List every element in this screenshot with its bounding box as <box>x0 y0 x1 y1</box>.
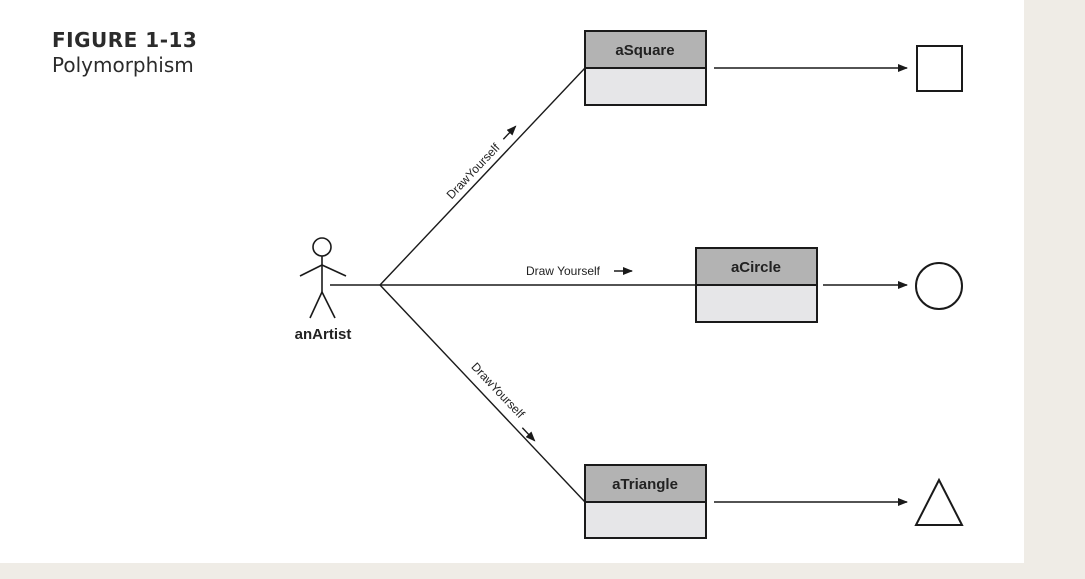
actor-label: anArtist <box>295 326 352 343</box>
object-box-square: aSquare <box>584 30 707 106</box>
message-triangle: DrawYourself <box>468 360 536 442</box>
square-shape-icon <box>916 45 963 92</box>
circle-shape-icon <box>915 262 963 310</box>
actor-arm-left <box>299 264 323 277</box>
message-line-square <box>379 67 586 286</box>
message-arrow-triangle-icon <box>521 427 536 442</box>
message-square: DrawYourself <box>444 125 517 202</box>
actor-arm-right <box>321 264 347 277</box>
object-body-triangle <box>584 501 707 539</box>
object-box-triangle: aTriangle <box>584 464 707 539</box>
object-name-circle: aCircle <box>731 259 781 276</box>
actor-leg-left <box>309 291 323 319</box>
message-label-square: DrawYourself <box>444 140 503 202</box>
object-header-triangle <box>584 464 707 503</box>
object-body-square <box>584 67 707 106</box>
actor-leg-right <box>321 291 336 319</box>
figure-number: FIGURE 1-13 <box>52 28 198 52</box>
message-line-triangle <box>379 284 586 503</box>
actor-stick-figure <box>299 237 347 319</box>
object-name-triangle: aTriangle <box>612 476 678 493</box>
object-name-square: aSquare <box>615 42 674 59</box>
figure-caption: FIGURE 1-13 Polymorphism <box>52 28 197 78</box>
message-circle: Draw Yourself <box>526 264 633 278</box>
figure-title: Polymorphism <box>52 53 194 77</box>
message-arrow-square-icon <box>502 125 517 140</box>
message-label-circle: Draw Yourself <box>526 264 601 278</box>
object-box-circle: aCircle <box>695 247 818 323</box>
object-header-square <box>584 30 707 69</box>
message-label-triangle: DrawYourself <box>468 360 527 422</box>
object-body-circle <box>695 284 818 323</box>
page-panel <box>0 0 1024 563</box>
triangle-shape-icon <box>914 477 964 526</box>
actor-head <box>312 237 332 257</box>
